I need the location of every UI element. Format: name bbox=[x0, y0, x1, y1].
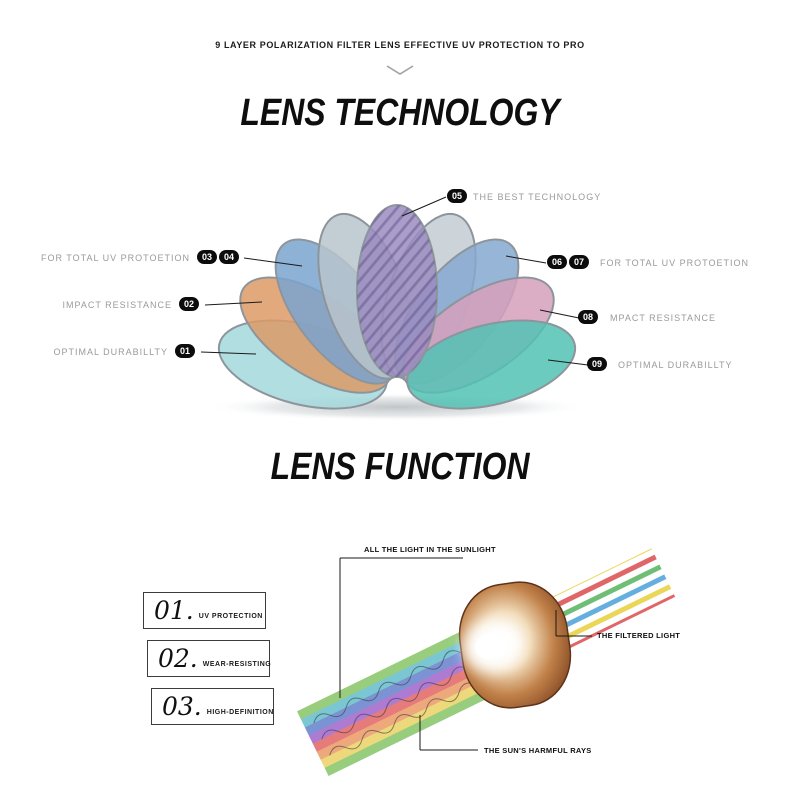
callout-label-durability-left: OPTIMAL DURABILLTY bbox=[53, 347, 168, 357]
callout-badge-04: 04 bbox=[219, 250, 239, 264]
section-title-lens-function-text: LENS FUNCTION bbox=[270, 446, 530, 488]
feature-number: 03. bbox=[162, 692, 202, 721]
tagline: 9 LAYER POLARIZATION FILTER LENS EFFECTI… bbox=[215, 40, 585, 50]
label-all-light: ALL THE LIGHT IN THE SUNLIGHT bbox=[364, 545, 496, 554]
feature-box-high-definition: 03. HIGH-DEFINITION bbox=[151, 688, 274, 725]
page-title: LENS TECHNOLOGY bbox=[0, 92, 800, 135]
feature-box-wear-resisting: 02. WEAR-RESISTING bbox=[147, 640, 272, 677]
lens-petal-09 bbox=[406, 319, 577, 410]
feature-number: 02. bbox=[158, 644, 198, 673]
feature-label: WEAR-RESISTING bbox=[202, 661, 272, 668]
lens-petals bbox=[217, 204, 577, 410]
diagram-connector-lines bbox=[339, 557, 592, 751]
petal-stripe-overlay bbox=[357, 205, 437, 377]
section-title-lens-technology: LENS TECHNOLOGY bbox=[240, 92, 560, 134]
lens-shape bbox=[458, 581, 572, 709]
section-title-lens-function: LENS FUNCTION bbox=[0, 446, 800, 489]
callout-connector-lines bbox=[200, 196, 589, 366]
callout-badge-07: 07 bbox=[569, 255, 589, 269]
callout-badge-03: 03 bbox=[197, 250, 217, 264]
callout-badge-02: 02 bbox=[179, 297, 199, 311]
callout-badge-08: 08 bbox=[578, 310, 598, 324]
callout-badge-06: 06 bbox=[547, 255, 567, 269]
callout-badge-05: 05 bbox=[447, 189, 467, 203]
label-harmful-rays: THE SUN'S HARMFUL RAYS bbox=[484, 746, 592, 755]
label-filtered-light: THE FILTERED LIGHT bbox=[597, 631, 681, 640]
feature-number: 01. bbox=[154, 596, 194, 625]
callout-badge-09: 09 bbox=[587, 357, 607, 371]
lens-function-illustration bbox=[296, 548, 676, 776]
callout-label-uv-right: FOR TOTAL UV PROTOETION bbox=[600, 258, 750, 268]
callout-label-impact-right: MPACT RESISTANCE bbox=[610, 313, 717, 323]
callout-badge-01: 01 bbox=[175, 344, 195, 358]
feature-label: UV PROTECTION bbox=[198, 613, 263, 620]
callout-label-best-technology: THE BEST TECHNOLOGY bbox=[473, 192, 602, 202]
lens-fan-illustration bbox=[200, 196, 589, 421]
chevron-down-icon bbox=[386, 65, 414, 75]
feature-label: HIGH-DEFINITION bbox=[206, 709, 274, 716]
callout-label-impact-left: IMPACT RESISTANCE bbox=[62, 300, 172, 310]
fan-shadow bbox=[207, 393, 587, 421]
callout-label-uv-left: FOR TOTAL UV PROTOETION bbox=[40, 253, 190, 263]
feature-box-uv-protection: 01. UV PROTECTION bbox=[143, 592, 266, 629]
harmful-ray-squiggles bbox=[313, 644, 492, 756]
callout-label-durability-right: OPTIMAL DURABILLTY bbox=[618, 360, 733, 370]
